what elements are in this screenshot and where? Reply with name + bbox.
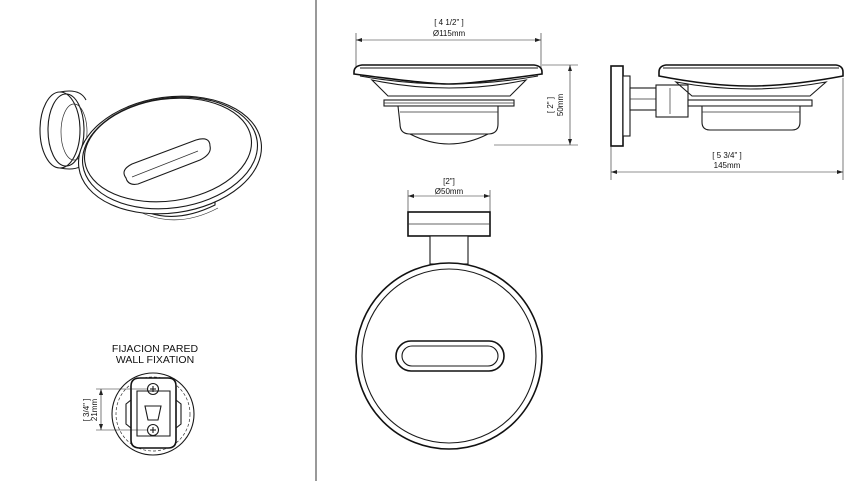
wall-fixation-label-es: FIJACION PARED <box>112 343 199 355</box>
front-height-dim-in: [ 2" ] <box>546 97 555 113</box>
side-width-dim-mm: 145mm <box>714 161 741 170</box>
top-plan-view: [2"] Ø50mm <box>355 177 543 450</box>
front-height-dim-mm: 50mm <box>556 94 565 117</box>
top-flange-dim-in: [2"] <box>443 177 455 186</box>
wall-fixation-dim-mm: 21mm <box>90 399 99 422</box>
isometric-view <box>39 90 263 221</box>
top-flange-dim-mm: Ø50mm <box>435 187 464 196</box>
wall-fixation-label-en: WALL FIXATION <box>116 354 194 366</box>
side-width-dim-in: [ 5 3/4" ] <box>712 151 742 160</box>
wall-fixation-detail: FIJACION PARED WALL FIXATION [ 3/4" ] 21… <box>82 343 199 456</box>
wall-fixation-dim-in: [ 3/4" ] <box>82 399 91 422</box>
front-width-dim-in: [ 4 1/2" ] <box>434 18 464 27</box>
side-elevation-view: [ 5 3/4" ] 145mm <box>610 64 844 180</box>
front-width-dim-mm: Ø115mm <box>433 29 466 38</box>
front-elevation-view: [ 4 1/2" ] Ø115mm [ 2" ] 50mm <box>353 18 578 146</box>
